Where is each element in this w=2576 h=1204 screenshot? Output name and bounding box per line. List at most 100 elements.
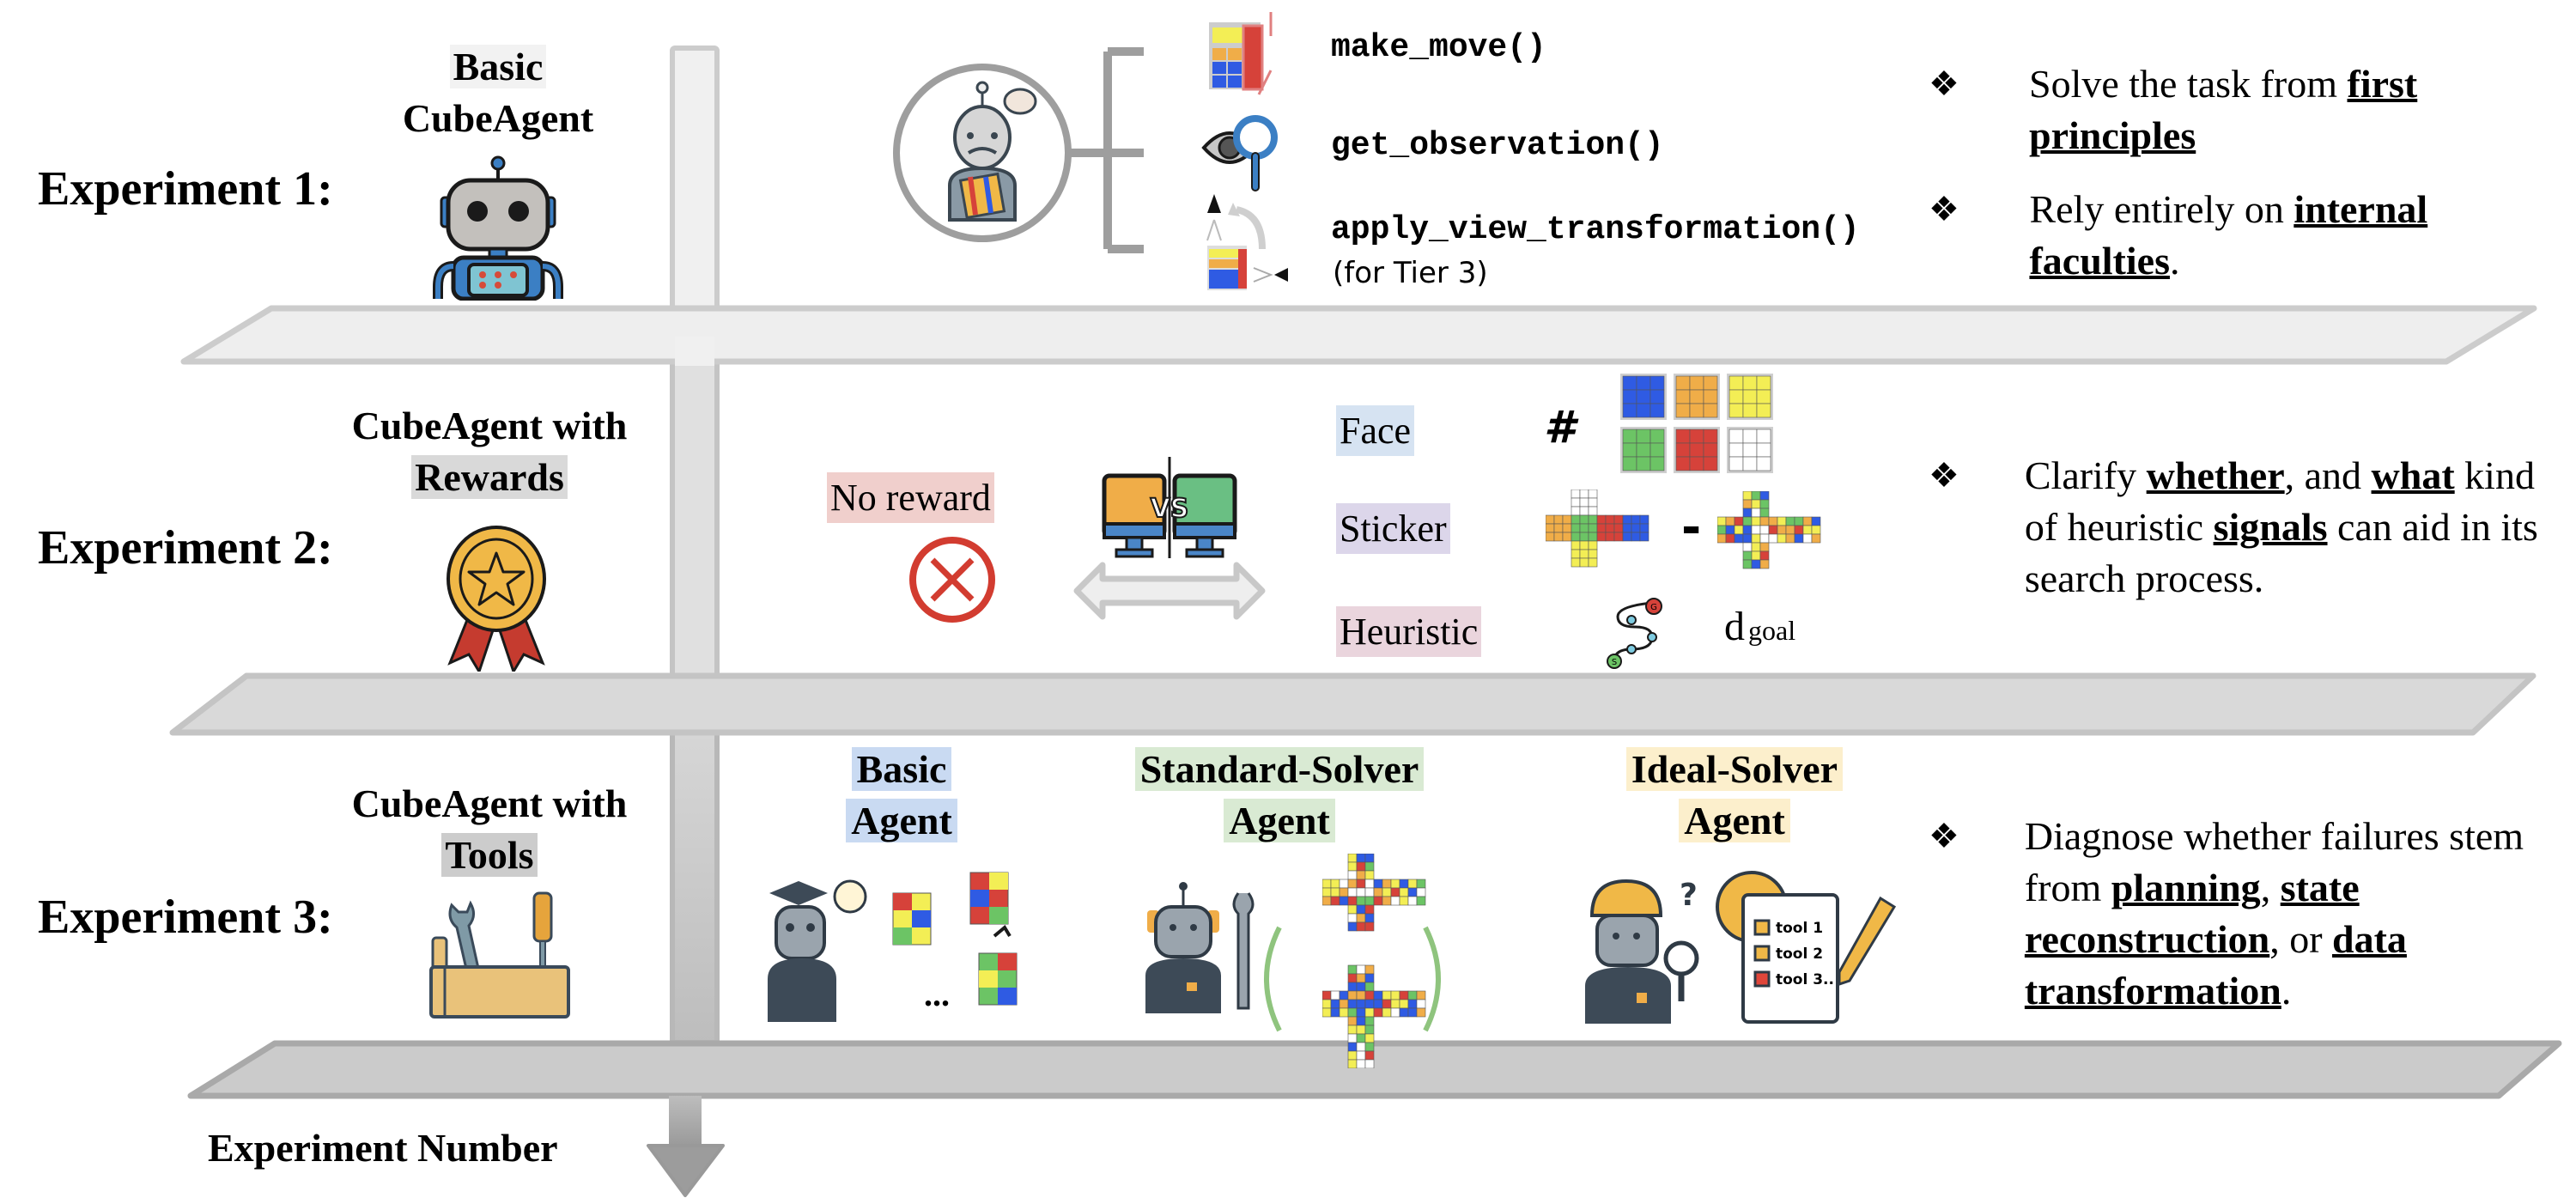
- net-sticker: [1364, 973, 1375, 983]
- net-sticker: [1416, 896, 1426, 906]
- bullet-item: ❖Rely entirely on internal faculties.: [1929, 184, 2555, 287]
- net-sticker: [1562, 523, 1572, 533]
- bullet-text: Diagnose whether failures stem from plan…: [2025, 811, 2555, 1017]
- standard-solver-net-icons: [1322, 854, 1426, 1068]
- face-grid-sticker: [1689, 429, 1704, 444]
- net-sticker: [1579, 506, 1589, 516]
- face-grid-sticker: [1649, 442, 1665, 458]
- signal-sticker-label: Sticker: [1336, 503, 1450, 554]
- net-sticker: [1347, 921, 1358, 932]
- net-sticker: [1562, 532, 1572, 542]
- checklist-item-3: tool 3..: [1776, 971, 1834, 988]
- net-sticker: [1416, 999, 1426, 1009]
- net-sticker: [1356, 861, 1366, 872]
- bullet-diamond-icon: ❖: [1929, 817, 1959, 855]
- net-sticker: [1330, 887, 1340, 897]
- net-sticker: [1407, 887, 1418, 897]
- face-grid-sticker: [1728, 403, 1744, 418]
- net-sticker: [1734, 533, 1744, 544]
- net-sticker: [1751, 550, 1761, 561]
- net-sticker: [1347, 896, 1358, 906]
- net-sticker: [1390, 887, 1400, 897]
- net-sticker: [1382, 887, 1392, 897]
- net-sticker: [1759, 508, 1770, 518]
- face-grid-sticker: [1649, 375, 1665, 391]
- net-sticker: [1407, 879, 1418, 889]
- net-sticker: [1322, 999, 1332, 1009]
- net-sticker: [1364, 982, 1375, 992]
- view-transform-icon: [1206, 194, 1288, 290]
- face-grids: [1620, 374, 1773, 473]
- path-start-node: S: [1612, 658, 1617, 667]
- net-sticker: [1553, 523, 1564, 533]
- net-sticker: [1579, 532, 1589, 542]
- net-sticker: [1339, 990, 1349, 1000]
- net-sticker: [1356, 879, 1366, 889]
- net-sticker: [1364, 999, 1375, 1009]
- net-sticker: [1546, 523, 1555, 533]
- net-sticker: [1364, 913, 1375, 923]
- vs-comparison-icon: VS: [1073, 457, 1266, 620]
- net-sticker: [1613, 523, 1624, 533]
- net-sticker: [1588, 523, 1598, 533]
- net-sticker: [1546, 514, 1555, 525]
- net-sticker: [1364, 990, 1375, 1000]
- net-sticker: [1364, 879, 1375, 889]
- sticker-net-scrambled: [1717, 491, 1821, 569]
- net-sticker: [1588, 532, 1598, 542]
- net-sticker: [1356, 1025, 1366, 1035]
- face-grid-sticker: [1756, 429, 1771, 444]
- net-sticker: [1356, 1007, 1366, 1018]
- net-sticker: [1579, 557, 1589, 568]
- net-sticker: [1725, 525, 1735, 535]
- net-sticker: [1347, 1016, 1358, 1026]
- net-sticker: [1759, 533, 1770, 544]
- net-sticker: [1347, 904, 1358, 915]
- cube-rotate-icon: [1209, 12, 1273, 95]
- net-sticker: [1588, 549, 1598, 559]
- face-grid-sticker: [1622, 442, 1637, 458]
- shelf-1: [180, 305, 2537, 365]
- net-sticker: [1356, 1050, 1366, 1061]
- net-sticker: [1339, 879, 1349, 889]
- toolbox-icon: [429, 891, 570, 1019]
- basic-agent-thinking-icon: [768, 872, 1018, 1022]
- net-sticker: [1356, 870, 1366, 880]
- face-grid-sticker: [1756, 403, 1771, 418]
- face-grid-sticker: [1703, 429, 1718, 444]
- pillar-segment-3: [670, 729, 720, 1045]
- net-sticker: [1596, 514, 1607, 525]
- net-sticker: [1364, 1050, 1375, 1061]
- net-sticker: [1768, 516, 1778, 526]
- net-sticker: [1347, 982, 1358, 992]
- face-grid-sticker: [1689, 403, 1704, 418]
- net-sticker: [1347, 1025, 1358, 1035]
- net-sticker: [1742, 491, 1753, 501]
- net-sticker: [1330, 896, 1340, 906]
- net-sticker: [1742, 499, 1753, 509]
- face-count-symbol: #: [1544, 402, 1576, 453]
- net-sticker: [1794, 525, 1804, 535]
- net-sticker: [1356, 1016, 1366, 1026]
- net-sticker: [1613, 532, 1624, 542]
- face-grid-sticker: [1636, 429, 1651, 444]
- face-grid-sticker: [1622, 403, 1637, 418]
- net-sticker: [1364, 1007, 1375, 1018]
- face-grid-sticker: [1728, 456, 1744, 471]
- net-sticker: [1588, 497, 1598, 508]
- face-grid-sticker: [1703, 403, 1718, 418]
- bullet-text-run: Solve the task from: [2029, 62, 2348, 106]
- net-sticker: [1571, 490, 1581, 499]
- subagent-basic-line-2: Agent: [846, 799, 957, 842]
- net-sticker: [1373, 990, 1383, 1000]
- net-sticker: [1416, 1007, 1426, 1018]
- net-sticker: [1751, 525, 1761, 535]
- vs-text: VS: [1151, 494, 1189, 524]
- net-sticker: [1399, 879, 1409, 889]
- face-grid-sticker: [1689, 442, 1704, 458]
- net-sticker: [1571, 540, 1581, 550]
- face-grid-sticker: [1675, 429, 1691, 444]
- face-grid-sticker: [1622, 389, 1637, 404]
- exp2-bullets: ❖Clarify whether, and what kind of heuri…: [1929, 450, 2555, 627]
- subagent-standard-line-1: Standard-Solver: [1134, 747, 1425, 791]
